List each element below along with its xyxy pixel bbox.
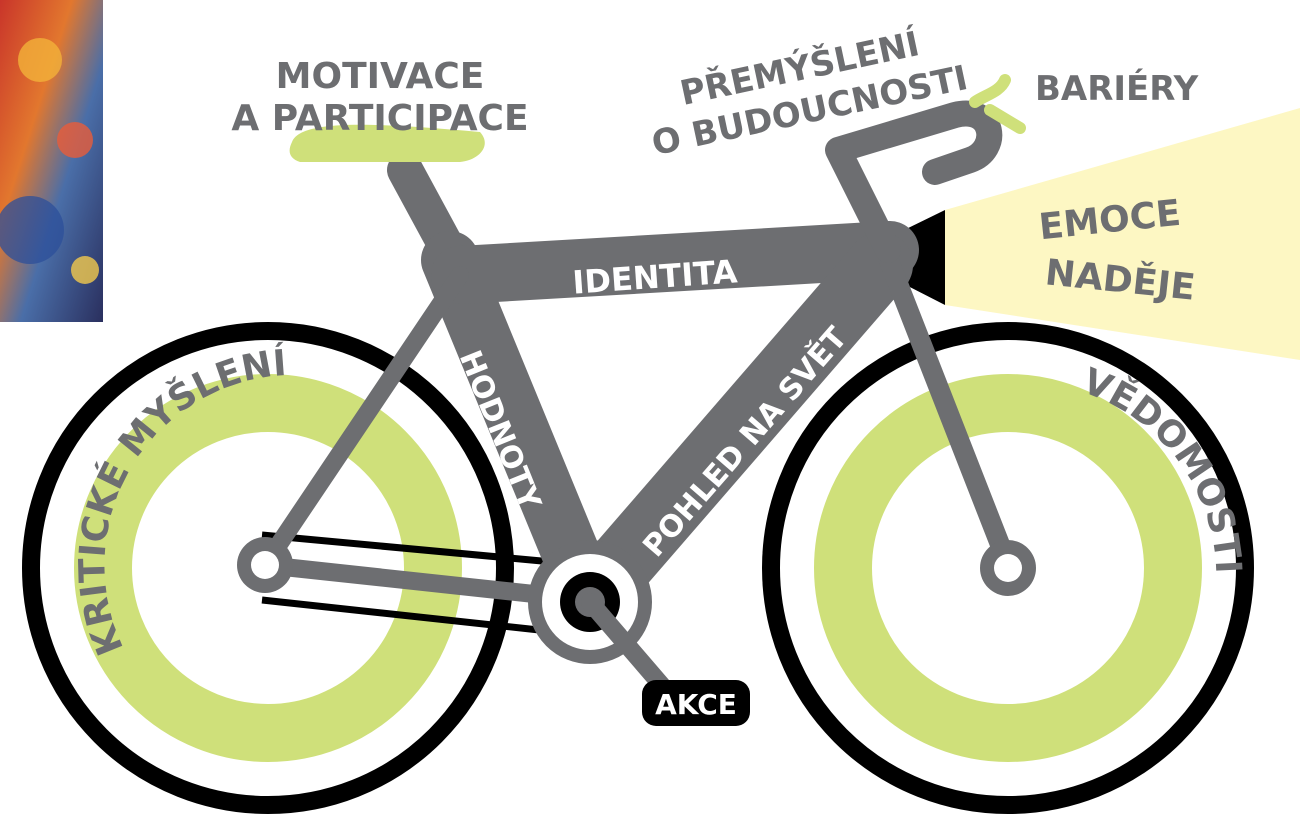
akce-badge: [642, 680, 750, 726]
chain: [261, 531, 586, 639]
akce-label: AKCE: [655, 688, 737, 721]
rear-wheel: [22, 322, 514, 814]
headlight-beam: [945, 108, 1300, 360]
saddle: [289, 124, 485, 162]
brake-lever: [969, 74, 1026, 134]
photo-thumbnail: [0, 0, 103, 322]
front-hub: [980, 540, 1036, 596]
crank-arm: [581, 593, 679, 704]
rear-hub: [237, 537, 293, 593]
motivace-label-line1: MOTIVACE: [276, 56, 485, 97]
bike-frame: [256, 100, 1018, 633]
motivace-label-line2: A PARTICIPACE: [231, 98, 528, 139]
front-wheel: [762, 322, 1254, 814]
bariery-label: BARIÉRY: [1035, 68, 1199, 109]
